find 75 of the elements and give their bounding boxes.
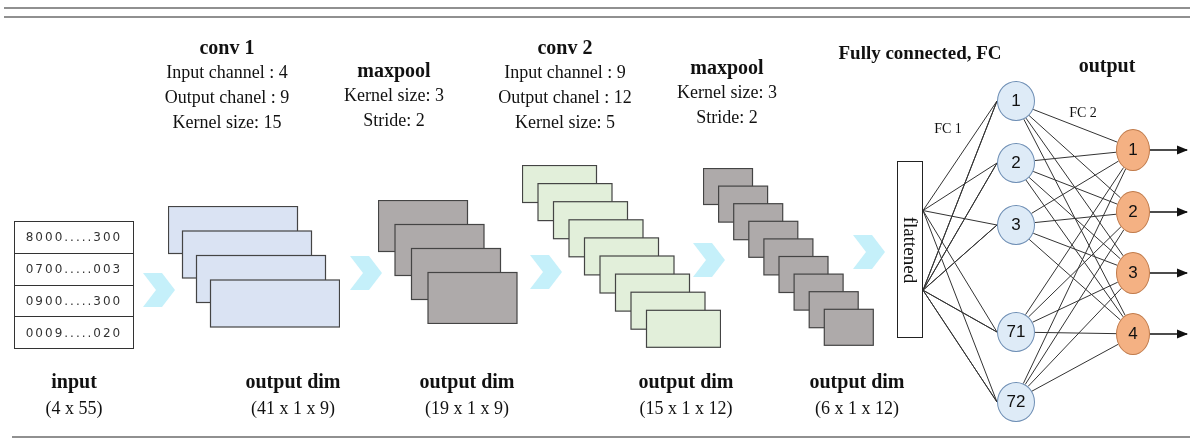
connection-line (1032, 281, 1119, 323)
dimension-label: (15 x 1 x 12) (639, 397, 733, 420)
dimension-label: (6 x 1 x 12) (815, 397, 899, 420)
connection-line (922, 210, 998, 403)
dimension-label: (4 x 55) (45, 397, 103, 420)
layer-output-title: output dim (809, 369, 905, 395)
layer-label: FC 2 (1069, 105, 1097, 121)
layer-label: flattened (899, 216, 921, 283)
connection-line (1030, 160, 1120, 214)
section-heading: Fully connected, FC (838, 42, 1002, 64)
connection-line (1032, 108, 1118, 143)
layer-parameter: Stride: 2 (363, 109, 425, 132)
layer-label: FC 1 (934, 121, 962, 137)
connection-line (1025, 117, 1124, 257)
connection-line (1034, 213, 1117, 224)
chevron-arrow (853, 235, 885, 269)
connection-line (1024, 229, 1125, 385)
layer-parameter: Kernel size: 5 (515, 111, 615, 134)
hidden-neuron: 71 (997, 312, 1035, 352)
connection-line (922, 210, 998, 291)
matrix-row-text: 0009.....020 (24, 324, 124, 342)
connection-line (1032, 232, 1118, 266)
layer-title: conv 2 (537, 35, 593, 60)
matrix-row: 0900.....300 (15, 285, 133, 318)
connection-line (1028, 226, 1122, 318)
flattened-box (897, 161, 923, 338)
connection-line (1028, 176, 1121, 260)
layer-title: conv 1 (199, 35, 255, 60)
layer-parameter: Kernel size: 3 (344, 84, 444, 107)
chevron-arrow (350, 256, 382, 290)
output-arrow (1149, 329, 1189, 339)
layer-output-title: output dim (638, 369, 734, 395)
matrix-row: 0700.....003 (15, 253, 133, 286)
layer-parameter: Input channel : 9 (504, 61, 626, 84)
connection-line (1031, 343, 1119, 392)
layer-parameter: Stride: 2 (696, 106, 758, 129)
layer-title: maxpool (690, 55, 764, 80)
hidden-neuron: 3 (997, 205, 1035, 245)
chevron-arrow (530, 255, 562, 289)
chevron-arrow (693, 243, 725, 277)
hidden-neuron: 72 (997, 382, 1035, 422)
layer-output-title: input (51, 369, 97, 395)
layer-parameter: Input channel : 4 (166, 61, 288, 84)
chevron-arrow (143, 273, 175, 307)
layer-parameter: Kernel size: 3 (677, 81, 777, 104)
connection-line (1034, 151, 1117, 162)
connection-line (1028, 115, 1121, 199)
connection-line (1022, 168, 1127, 385)
section-heading: output (1078, 54, 1136, 77)
output-arrow (1149, 207, 1189, 217)
connection-line (1023, 118, 1126, 316)
output-neuron: 4 (1116, 313, 1150, 355)
layer-output-title: output dim (245, 369, 341, 395)
layer-parameter: Output chanel : 12 (498, 86, 632, 109)
layer-parameter: Output chanel : 9 (164, 86, 290, 109)
output-neuron: 2 (1116, 191, 1150, 233)
hidden-neuron: 2 (997, 143, 1035, 183)
hidden-neuron: 1 (997, 81, 1035, 121)
layer-title: maxpool (357, 58, 431, 83)
output-neuron: 3 (1116, 252, 1150, 294)
dimension-label: (19 x 1 x 9) (425, 397, 509, 420)
connection-line (922, 210, 998, 333)
dimension-label: (41 x 1 x 9) (251, 397, 335, 420)
connection-line (1028, 238, 1121, 321)
connection-line (1034, 331, 1117, 335)
connection-line (922, 162, 998, 291)
layer-output-title: output dim (419, 369, 515, 395)
output-arrow (1149, 145, 1189, 155)
matrix-row: 8000.....300 (15, 222, 133, 254)
layer-parameter: Kernel size: 15 (172, 111, 282, 134)
input-table (14, 221, 134, 349)
output-neuron: 1 (1116, 129, 1150, 171)
connection-line (1032, 170, 1118, 205)
connection-line (1027, 287, 1122, 387)
output-arrow (1149, 268, 1189, 278)
